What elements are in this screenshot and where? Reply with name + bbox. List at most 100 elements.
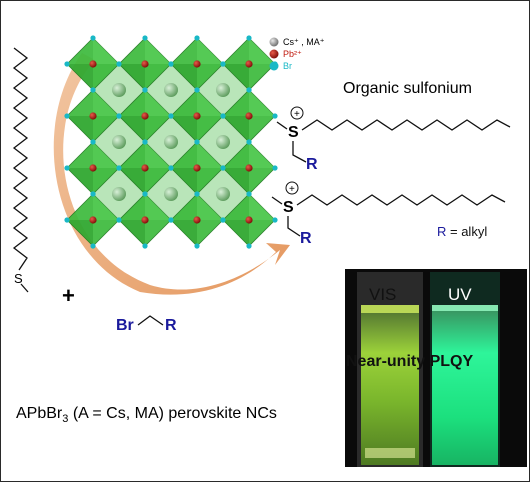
br-atom bbox=[194, 87, 200, 93]
br-atom bbox=[272, 165, 278, 171]
a-site-cation bbox=[216, 135, 230, 149]
br-atom bbox=[272, 113, 278, 119]
br-atom bbox=[142, 191, 148, 197]
octahedron-facet bbox=[197, 38, 223, 64]
br-atom bbox=[90, 87, 96, 93]
br-atom bbox=[194, 191, 200, 197]
a-site-cation bbox=[112, 83, 126, 97]
pb-atom bbox=[141, 112, 149, 120]
pb-atom bbox=[193, 112, 201, 120]
pb-atom bbox=[141, 164, 149, 172]
r-definition: R = alkyl bbox=[437, 224, 487, 239]
pb-atom bbox=[245, 60, 253, 68]
octahedron-facet bbox=[119, 220, 145, 246]
pb-atom bbox=[141, 216, 149, 224]
pb-atom bbox=[193, 216, 201, 224]
br-atom bbox=[272, 217, 278, 223]
br-atom bbox=[142, 243, 148, 249]
sulfonium-molecule-top: + S R bbox=[276, 106, 511, 173]
br-atom bbox=[220, 113, 226, 119]
octahedron-facet bbox=[145, 90, 171, 116]
br-atom bbox=[90, 243, 96, 249]
br-atom bbox=[246, 35, 252, 41]
chain-sulfur-label: S bbox=[14, 271, 23, 286]
perovskite-lattice bbox=[64, 35, 278, 249]
bromine-label: Br bbox=[116, 317, 134, 334]
vis-label: VIS bbox=[369, 285, 396, 304]
br-atom bbox=[90, 35, 96, 41]
br-atom bbox=[116, 61, 122, 67]
br-atom bbox=[64, 165, 70, 171]
octahedron-facet bbox=[197, 90, 223, 116]
sulfur-label-top: S bbox=[288, 124, 299, 141]
organic-sulfonium-title: Organic sulfonium bbox=[343, 80, 472, 97]
br-atom bbox=[168, 113, 174, 119]
alkyl-bromide: Br R bbox=[116, 315, 177, 334]
octahedron-facet bbox=[67, 64, 93, 90]
r-label-top: R bbox=[306, 156, 318, 173]
pb-atom bbox=[89, 216, 97, 224]
plus-sign: + bbox=[62, 283, 75, 308]
octahedron-facet bbox=[119, 64, 145, 90]
plqy-label: Near-unity PLQY bbox=[346, 353, 473, 370]
br-atom bbox=[194, 139, 200, 145]
pb-atom bbox=[193, 60, 201, 68]
a-site-cation bbox=[164, 83, 178, 97]
octahedron-facet bbox=[171, 220, 197, 246]
br-atom bbox=[246, 87, 252, 93]
atom-legend: Cs⁺ , MA⁺ Pb²⁺ Br bbox=[269, 37, 325, 71]
br-atom bbox=[142, 139, 148, 145]
cs-ma-legend-label: Cs⁺ , MA⁺ bbox=[283, 37, 325, 47]
pb-atom bbox=[245, 164, 253, 172]
octahedron-facet bbox=[93, 142, 119, 168]
pb-atom bbox=[89, 112, 97, 120]
br-atom bbox=[142, 87, 148, 93]
br-atom bbox=[194, 243, 200, 249]
br-atom bbox=[116, 113, 122, 119]
uv-label: UV bbox=[448, 285, 472, 304]
octahedron-facet bbox=[67, 220, 93, 246]
br-atom bbox=[220, 217, 226, 223]
octahedron-facet bbox=[145, 38, 171, 64]
octahedron-facet bbox=[171, 116, 197, 142]
br-atom bbox=[246, 139, 252, 145]
br-atom bbox=[168, 61, 174, 67]
caption-subscript: 3 bbox=[62, 413, 68, 425]
pb-atom bbox=[245, 216, 253, 224]
br-atom bbox=[220, 165, 226, 171]
pb-atom bbox=[89, 164, 97, 172]
br-atom bbox=[90, 139, 96, 145]
pb-atom bbox=[141, 60, 149, 68]
octahedron-facet bbox=[223, 116, 249, 142]
br-atom bbox=[90, 191, 96, 197]
positive-charge-sign-2: + bbox=[289, 184, 295, 195]
br-atom bbox=[168, 217, 174, 223]
pb-atom bbox=[193, 164, 201, 172]
octahedron-facet bbox=[197, 142, 223, 168]
a-site-cation bbox=[164, 187, 178, 201]
cuvette-photo: VIS UV Near-unity PLQY bbox=[345, 269, 527, 467]
br-atom bbox=[142, 35, 148, 41]
octahedron-facet bbox=[119, 168, 145, 194]
reaction-arrow bbox=[53, 53, 291, 295]
a-site-cation bbox=[216, 187, 230, 201]
br-atom bbox=[116, 217, 122, 223]
octahedron-facet bbox=[93, 38, 119, 64]
octahedron-facet bbox=[249, 142, 275, 168]
br-legend-label: Br bbox=[283, 61, 292, 71]
octahedron-facet bbox=[249, 38, 275, 64]
a-site-cation bbox=[216, 83, 230, 97]
octahedron-facet bbox=[223, 64, 249, 90]
br-atom bbox=[116, 165, 122, 171]
r-definition-text: = alkyl bbox=[446, 224, 487, 239]
a-site-cation bbox=[112, 135, 126, 149]
vertical-alkyl-chain bbox=[12, 47, 29, 271]
pb-legend-label: Pb²⁺ bbox=[283, 49, 302, 59]
caption-rest: (A = Cs, MA) perovskite NCs bbox=[68, 405, 277, 422]
octahedron-facet bbox=[171, 168, 197, 194]
br-atom bbox=[64, 217, 70, 223]
octahedron-facet bbox=[145, 142, 171, 168]
caption-formula: APbBr bbox=[16, 405, 63, 422]
br-atom bbox=[168, 165, 174, 171]
r-definition-symbol: R bbox=[437, 224, 446, 239]
